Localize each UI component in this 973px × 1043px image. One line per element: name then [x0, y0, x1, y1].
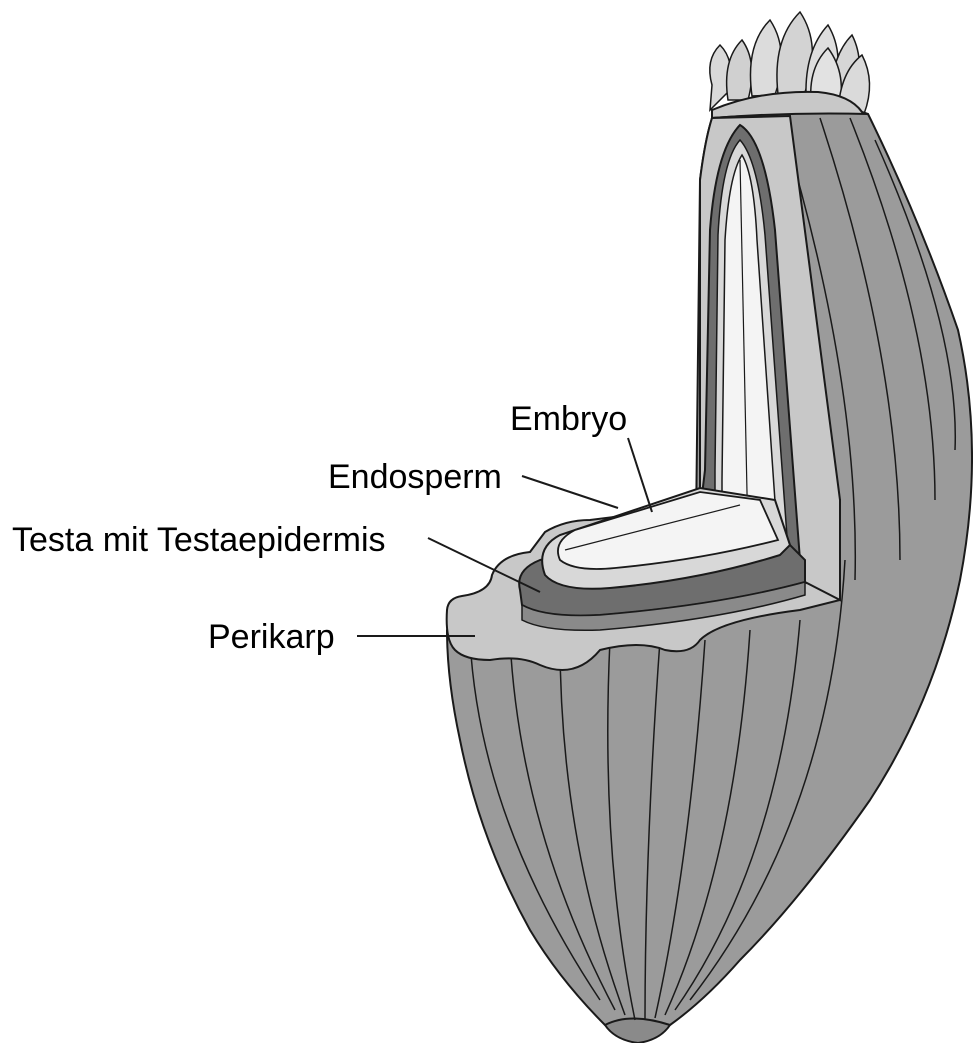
label-testa: Testa mit Testaepidermis — [12, 523, 386, 557]
label-endosperm: Endosperm — [328, 460, 502, 494]
label-perikarp: Perikarp — [208, 620, 335, 654]
leader-line-embryo — [628, 438, 652, 512]
leader-line-endosperm — [522, 476, 618, 508]
label-embryo: Embryo — [510, 402, 627, 436]
grain-base — [605, 1019, 670, 1043]
